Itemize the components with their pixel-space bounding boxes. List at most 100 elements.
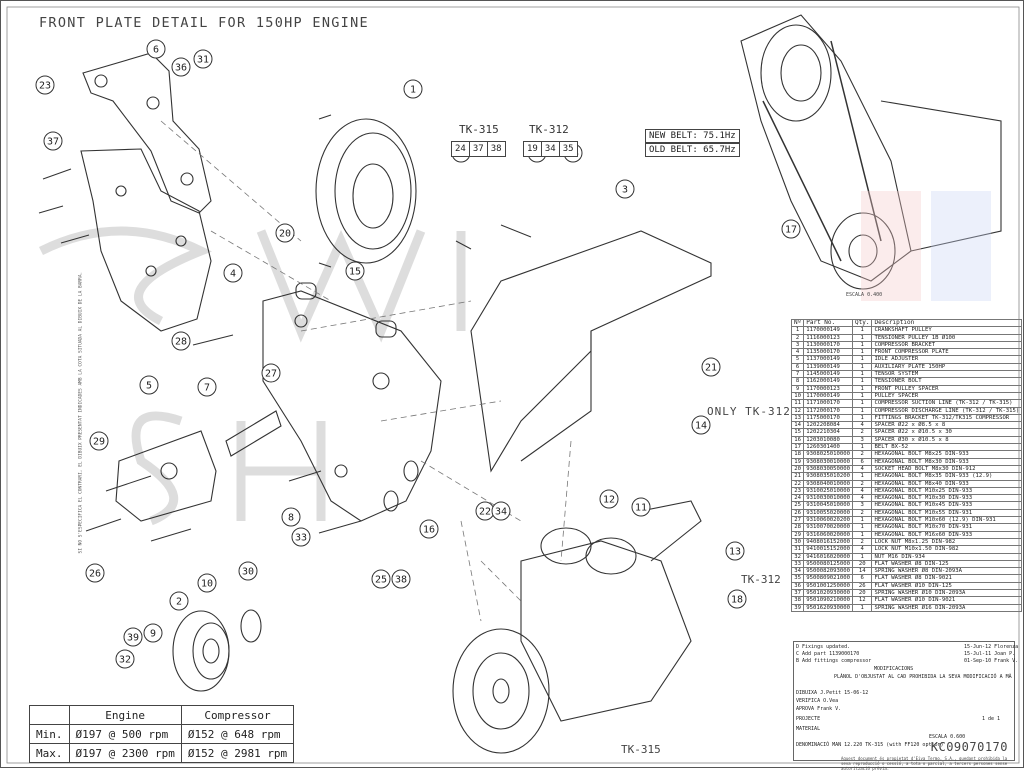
part-number: 1135000170	[803, 348, 854, 357]
part-index: 10	[790, 391, 805, 401]
part-index: 33	[790, 559, 805, 569]
perf-corner	[29, 705, 70, 725]
perf-engine-min: Ø197 @ 500 rpm	[68, 724, 182, 744]
part-number: 1202208084	[803, 421, 854, 430]
callout-circle	[146, 39, 166, 59]
part-number: 1171000170	[803, 399, 854, 408]
part-qty: 3	[852, 501, 873, 510]
callout-37: 37	[43, 131, 63, 151]
callout-34: 34	[491, 501, 511, 521]
part-description: PULLEY SPACER	[871, 391, 1023, 401]
callout-2: 2	[169, 591, 189, 611]
escala-row: ESCALA 0.600	[929, 734, 966, 740]
perf-compressor-max: Ø152 @ 2981 rpm	[180, 743, 295, 763]
part-index: 30	[790, 537, 805, 547]
part-index: 17	[790, 443, 805, 452]
part-number: 9310060020200	[803, 515, 854, 525]
callout-number: 30	[242, 567, 254, 578]
callout-27: 27	[261, 363, 281, 383]
part-description: SOCKET HEAD BOLT M8x30 DIN-912	[871, 464, 1023, 474]
callout-circle	[391, 569, 411, 589]
callout-circle	[115, 649, 135, 669]
fittings-bracket	[640, 500, 702, 562]
callout-number: 23	[39, 81, 51, 92]
revision-c: C Add part 1139000170	[796, 651, 860, 657]
callout-number: 2	[176, 597, 182, 608]
part-number: 1170000149	[803, 326, 854, 335]
callout-circle	[727, 589, 747, 609]
compressor-bracket	[470, 230, 712, 473]
part-description: TENSOR SYSTEM	[871, 370, 1023, 379]
part-qty: 1	[852, 355, 873, 364]
part-description: CRANKSHAFT PULLEY	[871, 326, 1023, 335]
part-qty: 12	[852, 596, 873, 605]
callout-number: 1	[410, 85, 416, 96]
part-index: 27	[790, 515, 805, 525]
part-description: SPRING WASHER Ø16 DIN-2093A	[871, 603, 1023, 612]
only-tk312-note: ONLY TK-312	[707, 405, 791, 418]
callout-number: 13	[729, 547, 741, 558]
callout-circle	[691, 415, 711, 435]
part-description: FLAT WASHER Ø10 DIN-125	[871, 581, 1023, 591]
part-number: 9310045010000	[803, 501, 854, 510]
part-number: 1170000123	[803, 384, 854, 393]
part-number: 9310055020000	[803, 508, 854, 518]
perf-row-label: Min.	[29, 724, 70, 744]
callout-circle	[238, 561, 258, 581]
material-row: MATERIAL	[796, 726, 821, 732]
part-description: FITTINGS BRACKET TK-312/TK315 COMPRESSOR	[871, 413, 1023, 423]
part-description: COMPRESSOR BRACKET	[871, 340, 1023, 350]
part-number: 1202210304	[803, 428, 854, 437]
callout-circle	[615, 179, 635, 199]
callout-circle	[345, 261, 365, 281]
tk315-item: 38	[490, 144, 502, 154]
part-qty: 1	[852, 333, 873, 342]
callout-5: 5	[139, 375, 159, 395]
tk312-item: 34	[542, 142, 560, 156]
callout-number: 14	[695, 421, 707, 432]
part-number: 1260301400	[803, 443, 854, 452]
part-number: 9500809021000	[803, 574, 854, 583]
dibuixa-row: DIBUIXA J.Petit 15-06-12	[796, 690, 869, 696]
part-description: HEXAGONAL BOLT M8x25 DIN-933	[871, 450, 1023, 459]
part-qty: 1	[852, 362, 873, 372]
part-qty: 1	[852, 340, 873, 350]
revision-date-c: 15-Jul-11 Joan P.	[964, 651, 1016, 657]
tensor-system	[225, 410, 282, 457]
tk315-items: 24 37 38	[451, 141, 506, 157]
part-description: FRONT PULLEY SPACER	[871, 384, 1023, 393]
callout-26: 26	[85, 563, 105, 583]
callout-number: 31	[197, 55, 209, 66]
part-number: 9500082093000	[803, 567, 854, 576]
col-header-part-no: Part No.	[803, 318, 854, 328]
callout-36: 36	[171, 57, 191, 77]
tk312-item: 19	[524, 142, 542, 156]
parts-header-row: Nº Part No. Qty. Description	[790, 318, 1023, 328]
part-index: 4	[790, 348, 805, 357]
callout-circle	[291, 527, 311, 547]
part-number: 1130000170	[803, 340, 854, 350]
callout-number: 16	[423, 525, 435, 536]
engine-bracket-plate	[80, 148, 212, 332]
part-description: HEXAGONAL BOLT M16x60 DIN-933	[871, 530, 1023, 539]
part-index: 21	[790, 472, 805, 481]
aprova-row: APROVA Frank V.	[796, 706, 842, 712]
